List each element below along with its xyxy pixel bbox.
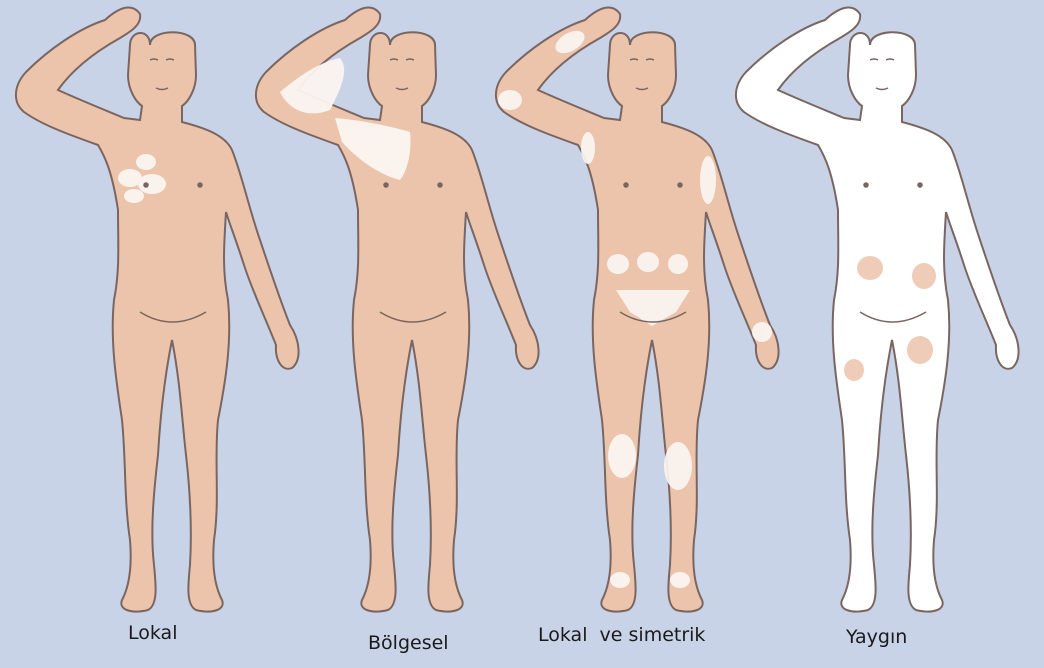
caption-lokal: Lokal <box>128 622 177 644</box>
figure-yaygin <box>736 7 1019 611</box>
caption-bolgesel: Bölgesel <box>368 632 449 654</box>
caption-lokal-ve-simetrik: Lokal ve simetrik <box>538 624 705 646</box>
caption-yaygin: Yaygın <box>846 626 907 648</box>
body-silhouette <box>736 7 1019 611</box>
